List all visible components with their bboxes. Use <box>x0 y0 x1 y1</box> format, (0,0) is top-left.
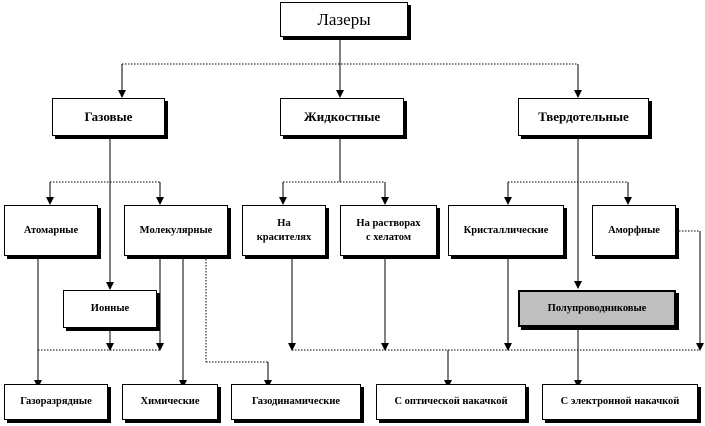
node-dye-text: На красителях <box>257 217 312 243</box>
node-chemical: Химические <box>122 384 218 420</box>
node-gas-discharge-label: Газоразрядные <box>20 396 92 408</box>
node-chelate-text: На растворах с хелатом <box>356 217 420 243</box>
node-chelate: На растворах с хелатом <box>340 205 437 256</box>
node-dye-line2: красителях <box>256 231 312 243</box>
node-dye-line1: На <box>277 218 291 230</box>
node-liquid: Жидкостные <box>280 98 404 136</box>
node-gas-dynamic-label: Газодинамические <box>251 396 341 408</box>
node-gas-dynamic: Газодинамические <box>231 384 361 420</box>
node-molecular-label: Молекулярные <box>139 224 213 236</box>
node-molecular: Молекулярные <box>124 205 228 256</box>
node-gas-discharge: Газоразрядные <box>4 384 108 420</box>
node-amorphous-label: Аморфные <box>608 224 660 236</box>
node-solid: Твердотельные <box>518 98 649 136</box>
node-solid-label: Твердотельные <box>538 108 629 124</box>
node-chemical-label: Химические <box>140 396 200 408</box>
node-amorphous: Аморфные <box>592 205 676 256</box>
node-ionic: Ионные <box>63 290 157 328</box>
node-electron-pump-label: С электронной накачкой <box>560 396 680 408</box>
node-semiconductor: Полупроводниковые <box>518 290 676 327</box>
node-ionic-label: Ионные <box>90 303 130 315</box>
node-chelate-line2: с хелатом <box>365 231 411 243</box>
node-gas-label: Газовые <box>84 108 133 124</box>
node-crystal-label: Кристаллические <box>463 224 549 236</box>
node-liquid-label: Жидкостные <box>303 108 381 124</box>
node-electron-pump: С электронной накачкой <box>542 384 698 420</box>
node-atomic-label: Атомарные <box>23 224 79 236</box>
node-chelate-line1: На растворах <box>356 218 421 230</box>
node-optical-pump: С оптической накачкой <box>376 384 526 420</box>
node-optical-pump-label: С оптической накачкой <box>394 396 508 408</box>
node-atomic: Атомарные <box>4 205 98 256</box>
node-dye: На красителях <box>242 205 326 256</box>
node-gas: Газовые <box>52 98 165 136</box>
node-crystal: Кристаллические <box>448 205 564 256</box>
node-lasers-label: Лазеры <box>317 9 371 29</box>
node-lasers: Лазеры <box>280 2 408 37</box>
node-semiconductor-label: Полупроводниковые <box>547 302 647 314</box>
